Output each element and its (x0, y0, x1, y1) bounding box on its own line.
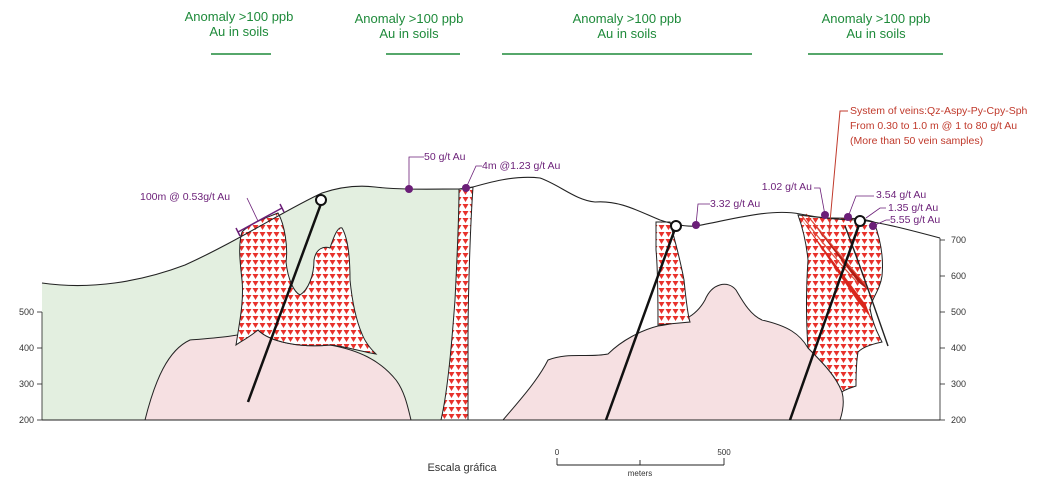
anomaly-title: Anomaly >100 ppb (185, 9, 294, 24)
sample-label: 5.55 g/t Au (890, 214, 940, 226)
scale-start-label: 0 (555, 448, 560, 457)
sample-annotation-4: 3.32 g/t Au (692, 198, 760, 229)
collar-icon (854, 215, 866, 227)
elevation-tick-label: 700 (951, 235, 966, 245)
topographic-profile (41, 176, 941, 287)
sample-label: 100m @ 0.53g/t Au (140, 191, 230, 203)
anomaly-title: Anomaly >100 ppb (355, 11, 464, 26)
anomaly-subtitle: Au in soils (846, 26, 906, 41)
scale-unit-label: meters (628, 469, 652, 478)
sample-annotation-2: 50 g/t Au (405, 151, 466, 193)
sample-annotation-5: 1.02 g/t Au (762, 181, 829, 219)
scale-title: Escala gráfica (427, 462, 497, 474)
vein-system-line1: System of veins:Qz-Aspy-Py-Cpy-Sph (850, 105, 1028, 117)
sample-annotation-8: 5.55 g/t Au (869, 214, 940, 230)
collar-icon (315, 194, 327, 206)
vein-system-annotation: System of veins:Qz-Aspy-Py-Cpy-Sph From … (828, 105, 1028, 234)
vein-system-line2: From 0.30 to 1.0 m @ 1 to 80 g/t Au (850, 120, 1017, 132)
sample-annotation-1: 100m @ 0.53g/t Au (140, 191, 285, 237)
drill-hole-3 (788, 215, 866, 421)
drill-hole-1 (246, 194, 327, 403)
sample-annotation-3: 4m @1.23 g/t Au (462, 160, 561, 192)
drill-hole-2 (604, 220, 682, 421)
elevation-tick-label: 300 (951, 379, 966, 389)
anomaly-subtitle: Au in soils (597, 26, 657, 41)
sample-dot (821, 211, 829, 219)
soil-anomaly-4: Anomaly >100 ppb Au in soils (808, 11, 943, 55)
elevation-tick-label: 600 (951, 271, 966, 281)
vein-system (800, 213, 889, 347)
elevation-tick-label: 500 (951, 307, 966, 317)
elevation-tick-label: 300 (19, 379, 34, 389)
sample-label: 4m @1.23 g/t Au (482, 160, 561, 172)
collar-icon (670, 220, 682, 232)
breccia-zone-west (235, 212, 378, 355)
anomaly-title: Anomaly >100 ppb (573, 11, 682, 26)
sample-label: 50 g/t Au (424, 151, 466, 163)
elevation-tick-label: 200 (951, 415, 966, 425)
sample-label: 1.02 g/t Au (762, 181, 812, 193)
sample-annotation-7: 1.35 g/t Au (865, 202, 938, 219)
anomaly-title: Anomaly >100 ppb (822, 11, 931, 26)
soil-anomaly-1: Anomaly >100 ppb Au in soils (185, 9, 294, 55)
sample-dot (869, 222, 877, 230)
sample-label: 1.35 g/t Au (888, 202, 938, 214)
anomaly-subtitle: Au in soils (379, 26, 439, 41)
sample-label: 3.54 g/t Au (876, 189, 926, 201)
anomaly-subtitle: Au in soils (209, 24, 269, 39)
elevation-tick-label: 200 (19, 415, 34, 425)
sample-dot (844, 213, 852, 221)
soil-anomaly-2: Anomaly >100 ppb Au in soils (355, 11, 464, 55)
elevation-tick-label: 400 (951, 343, 966, 353)
sample-dot (692, 221, 700, 229)
elevation-axis-left: 500 400 300 200 (19, 307, 43, 425)
vein-system-line3: (More than 50 vein samples) (850, 135, 983, 147)
elevation-tick-label: 500 (19, 307, 34, 317)
sample-dot (405, 185, 413, 193)
sample-dot (462, 184, 470, 192)
elevation-tick-label: 400 (19, 343, 34, 353)
sample-annotation-6: 3.54 g/t Au (844, 189, 926, 221)
elevation-axis-right: 700 600 500 400 300 200 (939, 235, 966, 425)
scale-end-label: 500 (717, 448, 731, 457)
soil-anomaly-3: Anomaly >100 ppb Au in soils (502, 11, 752, 55)
sample-label: 3.32 g/t Au (710, 198, 760, 210)
graphic-scale: Escala gráfica 0 500 meters (427, 448, 731, 478)
